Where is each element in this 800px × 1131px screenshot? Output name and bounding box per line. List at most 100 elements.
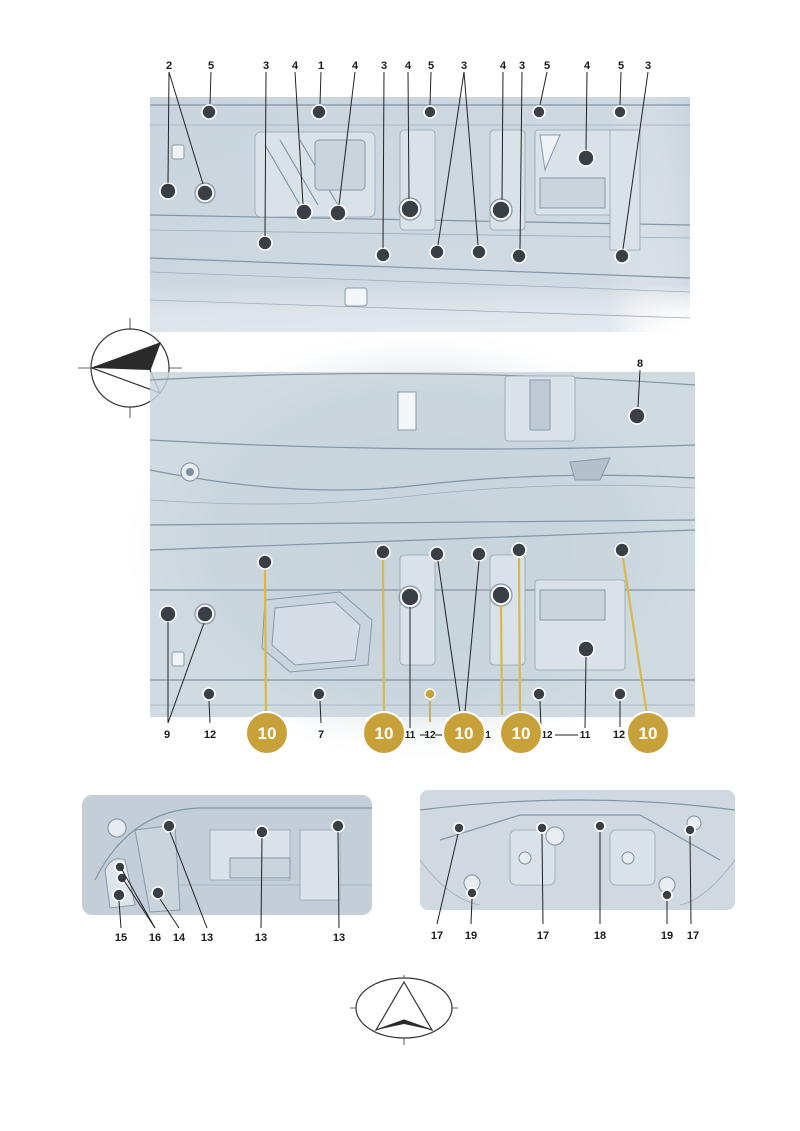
plug xyxy=(400,587,420,607)
plug xyxy=(375,544,391,560)
direction-arrow-icon xyxy=(78,318,182,418)
callout-label: 12 xyxy=(613,729,625,741)
badge-label: 10 xyxy=(639,724,658,743)
top-leaders xyxy=(167,71,649,250)
plug xyxy=(511,248,527,264)
plug xyxy=(532,687,546,701)
callout-label: 4 xyxy=(405,60,412,72)
top-plugs xyxy=(159,104,630,264)
callout-label: 15 xyxy=(115,932,127,944)
plug xyxy=(423,105,437,119)
highlight-badges: 10 10 10 10 10 xyxy=(245,711,670,755)
plug xyxy=(159,182,177,200)
badge-10: 10 xyxy=(626,711,670,755)
callout-label: 13 xyxy=(201,932,213,944)
plug xyxy=(684,824,696,836)
right-detail-plugs xyxy=(453,820,696,901)
callout-label: 11 xyxy=(580,730,591,741)
left-detail-view xyxy=(82,795,372,915)
plug xyxy=(594,820,606,832)
plug xyxy=(471,546,487,562)
callout-label: 14 xyxy=(173,932,186,944)
callout-label: 17 xyxy=(537,930,549,942)
plug xyxy=(577,640,595,658)
plug xyxy=(453,822,465,834)
callout-label: 19 xyxy=(661,930,673,942)
plug xyxy=(375,247,391,263)
orientation-arrow-icon xyxy=(350,975,458,1045)
plug xyxy=(257,235,273,251)
callout-label: 5 xyxy=(208,60,214,72)
badge-10: 10 xyxy=(442,711,486,755)
callout-label: 4 xyxy=(352,60,359,72)
plug xyxy=(255,825,269,839)
plug xyxy=(613,105,627,119)
callout-label: 5 xyxy=(544,60,550,72)
callout-label: 18 xyxy=(594,930,606,942)
plug xyxy=(329,204,347,222)
callout-label: 12 xyxy=(424,730,436,741)
plug xyxy=(536,822,548,834)
plug xyxy=(257,554,273,570)
plug xyxy=(202,687,216,701)
left-detail-labels: 15 16 14 13 13 13 xyxy=(115,932,345,944)
badge-label: 10 xyxy=(455,724,474,743)
plug xyxy=(159,605,177,623)
plug xyxy=(162,819,176,833)
callout-label: 3 xyxy=(461,60,467,72)
plug xyxy=(114,861,126,873)
plug xyxy=(491,585,511,605)
plug xyxy=(112,888,126,902)
badge-10: 10 xyxy=(499,711,543,755)
callout-label: 12 xyxy=(204,729,216,741)
plug xyxy=(511,542,527,558)
plug xyxy=(196,184,214,202)
left-detail-leaders xyxy=(118,831,340,929)
callout-label: 16 xyxy=(149,932,161,944)
plug xyxy=(196,605,214,623)
plug xyxy=(331,819,345,833)
right-detail-view xyxy=(419,790,736,910)
right-detail-labels: 17 19 17 18 19 17 xyxy=(431,930,699,942)
highlight-leaders xyxy=(263,557,649,716)
plug xyxy=(312,687,326,701)
callout-label: 4 xyxy=(500,60,507,72)
top-labels: 2 5 3 4 1 4 3 4 5 3 4 3 5 4 5 3 xyxy=(166,60,651,72)
plug xyxy=(491,200,511,220)
plug xyxy=(201,104,217,120)
right-detail-leaders xyxy=(436,832,692,925)
callout-label: 3 xyxy=(645,60,651,72)
middle-labels: 8 9 12 7 11 12 1 12 11 12 xyxy=(164,358,643,741)
callout-label: 3 xyxy=(263,60,269,72)
plug xyxy=(613,687,627,701)
middle-underbody-view xyxy=(120,325,720,765)
plug xyxy=(311,104,327,120)
callout-label: 4 xyxy=(584,60,591,72)
callout-label: 5 xyxy=(428,60,434,72)
callout-label: 13 xyxy=(255,932,267,944)
callout-label: 4 xyxy=(292,60,299,72)
callout-label: 5 xyxy=(618,60,624,72)
callout-label: 9 xyxy=(164,729,170,741)
plug xyxy=(116,872,128,884)
right-detail-panel xyxy=(420,790,735,910)
callout-label: 19 xyxy=(465,930,477,942)
plug xyxy=(471,244,487,260)
callout-label: 1 xyxy=(318,60,324,72)
plug xyxy=(628,407,646,425)
plug xyxy=(532,105,546,119)
callout-label: 12 xyxy=(541,730,553,741)
callout-label: 11 xyxy=(405,730,416,741)
middle-leaders xyxy=(167,369,641,736)
badge-label: 10 xyxy=(375,724,394,743)
plug xyxy=(424,688,436,700)
callout-label: 1 xyxy=(485,730,491,741)
plug xyxy=(577,149,595,167)
callout-label: 2 xyxy=(166,60,172,72)
plug xyxy=(400,199,420,219)
callout-label: 13 xyxy=(333,932,345,944)
plug xyxy=(151,886,165,900)
plug xyxy=(614,248,630,264)
callout-label: 17 xyxy=(687,930,699,942)
